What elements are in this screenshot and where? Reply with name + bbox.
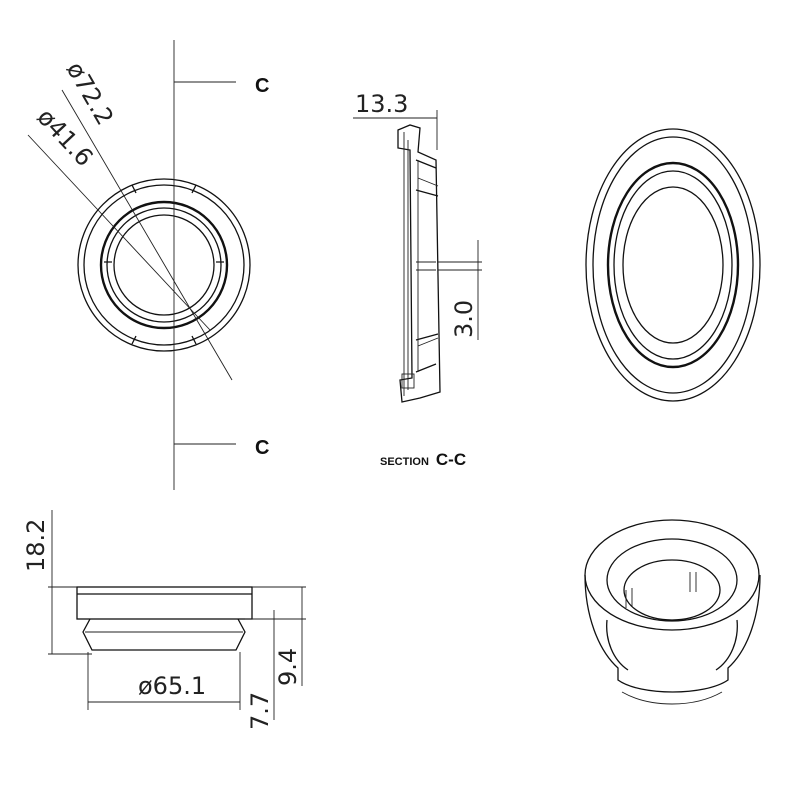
section-inner-lines — [415, 159, 439, 373]
outer-diameter-leader — [61, 89, 233, 381]
iso-outer-wall — [584, 574, 761, 693]
lower-height-label: 7.7 — [246, 692, 274, 730]
notch-lines — [416, 261, 436, 271]
collar-tabs — [104, 184, 224, 345]
section-teeth — [417, 177, 439, 347]
section-caption-prefix: SECTION — [380, 456, 429, 468]
outer-rim-inner — [83, 184, 245, 346]
inner-collar-edge — [106, 207, 222, 323]
section-view: 13.3 3.0 SECTION C-C — [353, 90, 482, 469]
section-width-label: 13.3 — [355, 90, 408, 118]
outer-rim-outer — [77, 178, 251, 352]
iso-tabs — [625, 572, 697, 608]
isometric-view — [584, 519, 761, 705]
back-outer — [585, 128, 761, 402]
section-caption: SECTION C-C — [380, 450, 466, 469]
bore — [113, 214, 215, 316]
section-caption-suffix: C-C — [436, 450, 466, 469]
outer-diameter-label: ø72.2 — [61, 57, 119, 130]
total-height-label: 18.2 — [22, 519, 50, 572]
side-flange — [76, 586, 253, 620]
back-collar — [606, 161, 740, 369]
section-letter-top: C — [255, 75, 269, 97]
inner-diameter-leader — [27, 134, 211, 331]
inner-collar — [99, 200, 229, 330]
section-outline — [397, 124, 441, 403]
side-view: 18.2 ø65.1 9.4 7.7 — [22, 510, 306, 730]
section-hatching — [403, 132, 419, 396]
iso-base — [621, 691, 723, 705]
iso-top-rim — [584, 519, 760, 631]
step-height-label: 9.4 — [274, 648, 302, 686]
back-collar-edge — [613, 170, 733, 360]
iso-bore — [623, 559, 721, 621]
back-view — [585, 128, 761, 402]
side-lower-body — [82, 618, 246, 651]
section-lower-lip — [401, 373, 415, 389]
notch-label: 3.0 — [450, 300, 478, 338]
iso-collar — [606, 538, 738, 622]
front-view: C C ø72.2 ø41.6 — [27, 40, 269, 490]
back-bore — [622, 186, 724, 344]
back-outer-inner — [592, 136, 754, 394]
iso-lower-ring-right — [715, 619, 738, 671]
base-diameter-label: ø65.1 — [138, 672, 206, 700]
iso-lower-ring-left — [606, 619, 629, 671]
section-letter-bottom: C — [255, 437, 269, 459]
